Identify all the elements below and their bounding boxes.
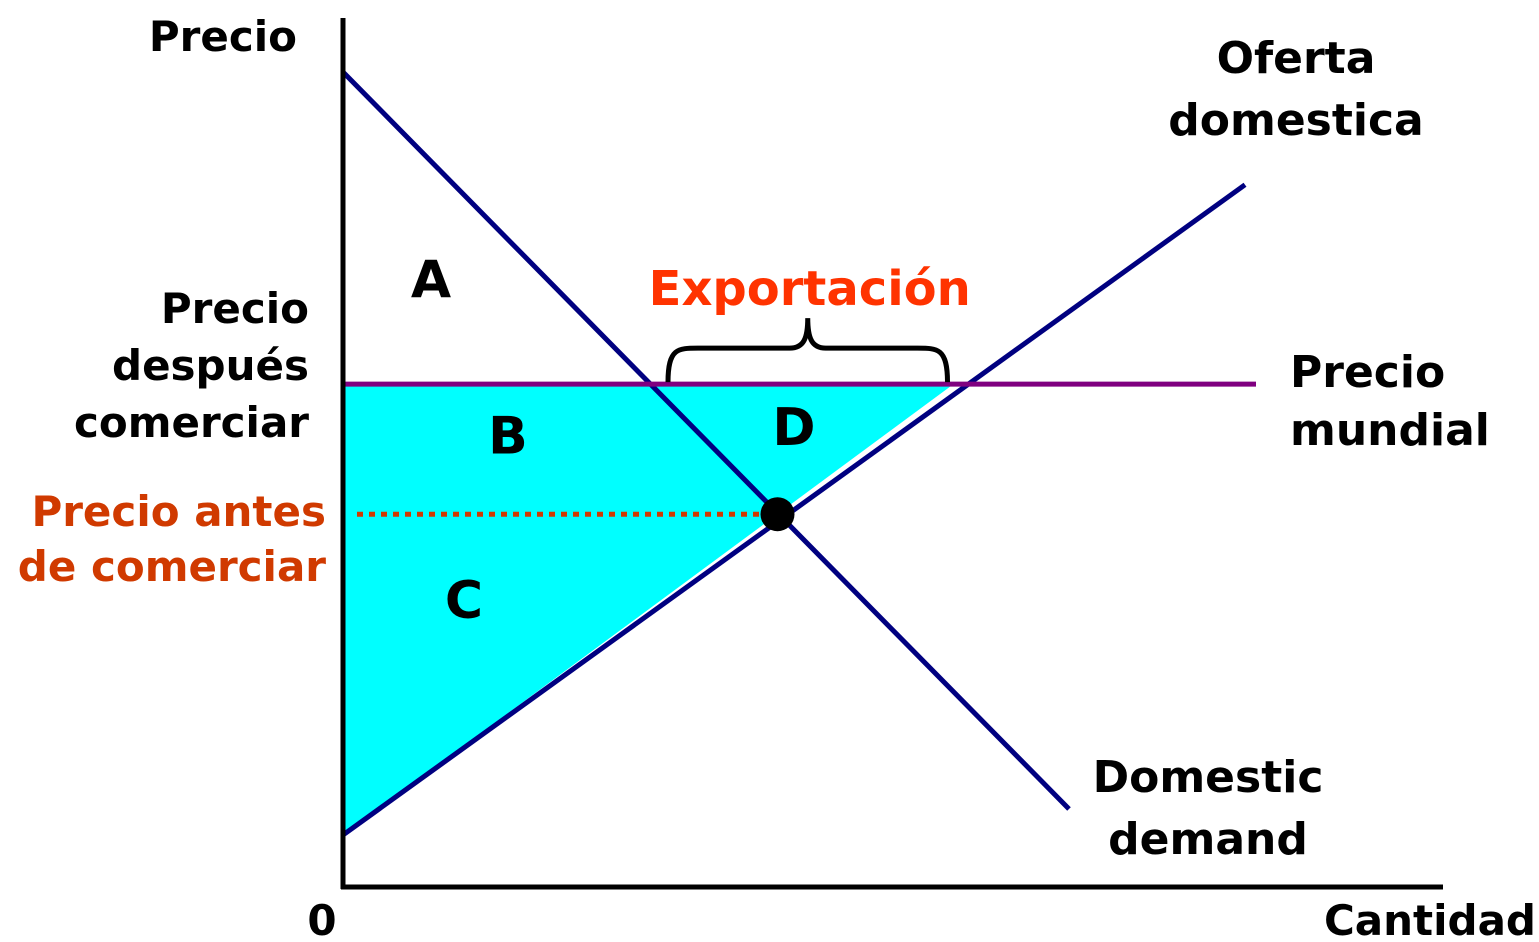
pre-trade-price-label-line-2: de comerciar [18,542,327,591]
demand-curve-label-line-1: Domestic [1093,752,1324,803]
demand-curve-label-line-2: demand [1108,814,1308,865]
y-axis-label: Precio [149,12,297,61]
supply-curve-label-line-1: Oferta [1217,33,1376,84]
exports-brace [665,318,950,383]
region-label-c: C [445,571,483,631]
region-label-a: A [411,250,451,310]
world-price-level-label-line-1: Precio [161,284,309,333]
series-line-domestic-demand [341,70,1071,811]
equilibrium-point [760,497,795,532]
world-price-curve-label-line-2: mundial [1290,405,1490,456]
surplus-shaded-area [343,384,954,835]
world-price-curve-label-line-1: Precio [1290,347,1445,398]
pre-trade-price-label-line-1: Precio antes [31,487,326,536]
region-label-b: B [488,407,528,467]
region-label-d: D [772,398,815,458]
exports-label: Exportación [649,261,971,317]
supply-curve-label-line-2: domestica [1168,95,1424,146]
world-price-level-label-line-2: después [112,341,309,390]
origin-label: 0 [307,896,336,942]
world-price-level-label-line-3: comerciar [74,398,309,447]
x-axis-label: Cantidad [1324,896,1536,942]
series-line-oferta-domestica [341,182,1247,838]
